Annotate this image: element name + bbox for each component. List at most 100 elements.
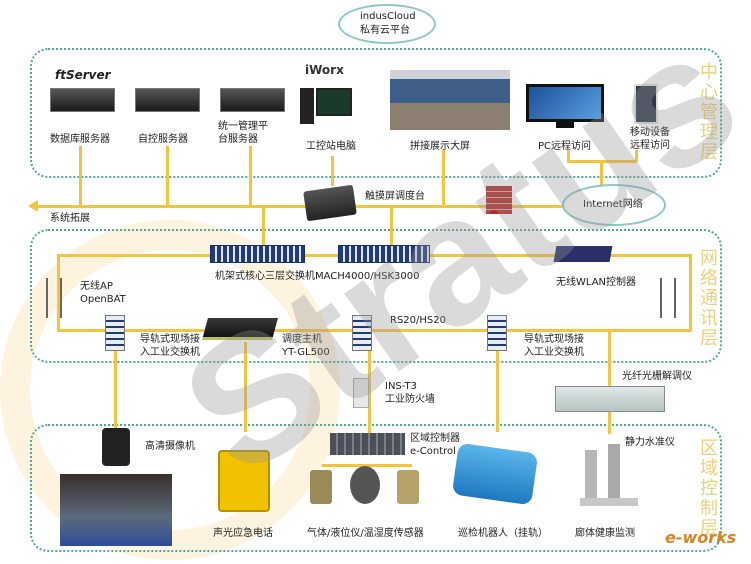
- db-server-icon: [50, 88, 115, 112]
- video-wall-label: 拼接展示大屏: [410, 141, 470, 152]
- inspection-robot-icon: [451, 442, 539, 506]
- fbg-demodulator-icon: [555, 386, 665, 412]
- controller-label-1: 区域控制器: [410, 433, 460, 444]
- robot-label: 巡检机器人（挂轨）: [458, 528, 548, 539]
- cloud-label-1: indusCloud: [360, 11, 416, 22]
- rail-switch-label-2: 入工业交换机: [140, 347, 200, 358]
- connector: [322, 464, 412, 467]
- touch-console-icon: [303, 184, 357, 222]
- ftserver-logo: ftServer: [55, 68, 111, 82]
- network-ring: [57, 329, 691, 332]
- dispatch-label-2: YT-GL500: [282, 347, 330, 358]
- pc-remote-label: PC远程访问: [538, 141, 592, 152]
- monitor-stand: [556, 122, 574, 128]
- rs20-label: RS20/HS20: [390, 315, 446, 326]
- dispatch-label-1: 调度主机: [282, 334, 322, 345]
- system-bus: [38, 205, 568, 208]
- network-ring: [689, 254, 692, 332]
- gas-sensor-icon: [310, 470, 332, 504]
- network-layer: [30, 229, 722, 363]
- health-label: 廊体健康监测: [575, 528, 635, 539]
- fbg-label: 光纤光栅解调仪: [622, 371, 692, 382]
- pc-monitor-icon: [316, 88, 352, 116]
- level-gauge-icon: [608, 444, 620, 500]
- level-gauge-icon: [585, 450, 597, 500]
- db-server-label: 数据库服务器: [50, 134, 110, 145]
- level-gauge-base: [580, 498, 638, 506]
- ap-label-1: 无线AP: [80, 281, 113, 292]
- system-expand-label: 系统拓展: [50, 213, 90, 224]
- sensors-label: 气体/液位仪/温湿度传感器: [307, 528, 424, 539]
- mobile-label-1: 移动设备: [630, 127, 670, 138]
- connector: [114, 350, 117, 442]
- connector: [608, 331, 611, 386]
- rail-switch-icon: [352, 315, 372, 351]
- ap-label-2: OpenBAT: [80, 294, 126, 305]
- area-controller-icon: [330, 433, 405, 455]
- internet-label: Internet网络: [583, 199, 643, 210]
- rail-switch-icon: [487, 315, 507, 351]
- connector: [496, 350, 499, 432]
- industrial-firewall-icon: [353, 378, 369, 408]
- connector: [166, 146, 169, 206]
- mobile-device-icon: [634, 84, 658, 124]
- connector: [635, 150, 638, 162]
- iworx-logo: iWorx: [305, 63, 344, 77]
- wireless-ap-icon: [660, 278, 676, 318]
- connector: [390, 206, 393, 246]
- center-layer: [30, 48, 722, 178]
- mgmt-server-icon: [220, 88, 285, 112]
- connector: [442, 150, 445, 206]
- dispatch-host-icon: [202, 318, 278, 340]
- workstation-label: 工控站电脑: [306, 141, 356, 152]
- ctrl-server-label: 自控服务器: [138, 134, 188, 145]
- touch-console-label: 触摸屏调度台: [365, 191, 425, 202]
- area-layer: [30, 424, 722, 552]
- firewall-icon: [486, 186, 512, 214]
- mobile-label-2: 远程访问: [630, 140, 670, 151]
- connector: [249, 146, 252, 206]
- cloud-label-2: 私有云平台: [360, 25, 410, 36]
- internet-cloud: [562, 184, 666, 226]
- center-layer-title: 中心管理层: [697, 62, 718, 162]
- network-ring: [57, 254, 60, 332]
- connector: [608, 412, 611, 434]
- camera-label: 高清摄像机: [145, 441, 195, 452]
- network-layer-title: 网络通讯层: [697, 248, 718, 348]
- phone-label: 声光应急电话: [213, 528, 273, 539]
- video-wall-image: [390, 70, 510, 130]
- pc-tower-icon: [300, 88, 314, 124]
- camera-icon: [102, 428, 130, 466]
- pc-monitor-icon: [526, 84, 604, 122]
- controller-label-2: e-Control: [410, 446, 456, 457]
- connector: [79, 146, 82, 206]
- connector: [368, 350, 371, 436]
- core-switch-icon: [338, 245, 430, 263]
- emergency-phone-icon: [218, 450, 270, 512]
- indus-cloud: [338, 4, 436, 44]
- core-switch-label: 机架式核心三层交换机MACH4000/HSK3000: [215, 271, 420, 282]
- camera-feed-image: [60, 474, 172, 546]
- wlan-controller-label: 无线WLAN控制器: [556, 277, 637, 288]
- mgmt-server-label-1: 统一管理平: [218, 121, 268, 132]
- rail-switch-label-2: 入工业交换机: [524, 347, 584, 358]
- temp-humidity-sensor-icon: [397, 470, 419, 504]
- eworks-logo: e-works: [665, 528, 737, 547]
- rail-switch-icon: [105, 315, 125, 351]
- rail-switch-label-1: 导轨式现场接: [524, 334, 584, 345]
- connector: [331, 156, 334, 186]
- firewall-label-1: INS-T3: [385, 381, 417, 392]
- rail-switch-label-1: 导轨式现场接: [140, 334, 200, 345]
- connector: [262, 206, 265, 246]
- level-sensor-icon: [350, 466, 380, 504]
- wlan-controller-icon: [553, 246, 613, 262]
- connector: [567, 150, 570, 162]
- connector: [600, 160, 603, 188]
- arrow-left-icon: [28, 200, 38, 212]
- wireless-ap-icon: [46, 278, 62, 318]
- mgmt-server-label-2: 台服务器: [218, 134, 258, 145]
- ctrl-server-icon: [135, 88, 200, 112]
- area-layer-title: 区域控制层: [697, 438, 718, 538]
- level-label: 静力水准仪: [625, 437, 675, 448]
- connector: [244, 342, 247, 432]
